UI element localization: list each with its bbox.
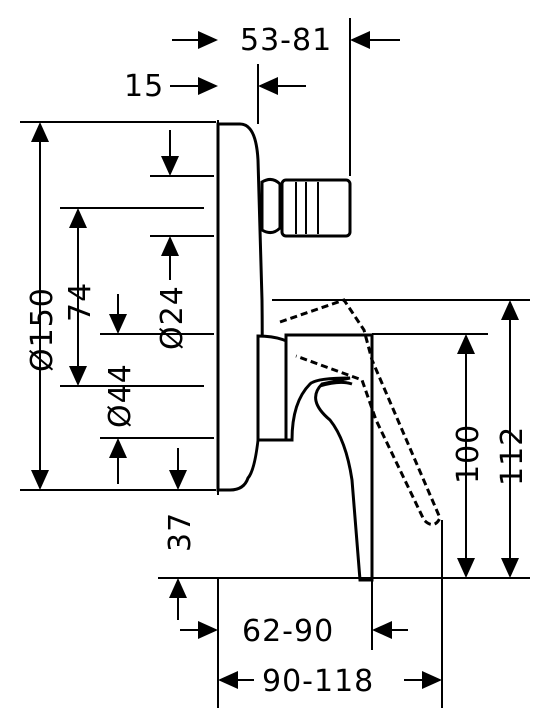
dim-plate-offset-label: 15: [124, 69, 164, 104]
dim-valve-diameter-label: Ø44: [103, 363, 138, 428]
dim-plate-diameter-label: Ø150: [25, 287, 60, 372]
dim-center-spacing-label: 74: [63, 282, 98, 322]
dim-spout-diameter-label: Ø24: [155, 285, 190, 350]
mixer-handle: [284, 333, 374, 582]
dim-handle-height-max-label: 112: [495, 426, 530, 486]
diverter-connector: [260, 177, 352, 238]
handle-open-position-outline: [279, 298, 442, 526]
dimension-arrows: [31, 31, 519, 689]
extension-lines: [20, 18, 530, 708]
dim-top-width-label: 53-81: [240, 23, 332, 58]
wall-plate: [216, 120, 264, 495]
dim-handle-height-label: 100: [451, 424, 486, 484]
dim-handle-depth-label: 62-90: [242, 614, 334, 649]
dimension-labels: 53-81 15 Ø150 74 Ø24 Ø44 37 100 112 62-9…: [25, 23, 530, 699]
dim-overall-depth-label: 90-118: [262, 664, 374, 699]
dim-bottom-offset-label: 37: [163, 512, 198, 552]
